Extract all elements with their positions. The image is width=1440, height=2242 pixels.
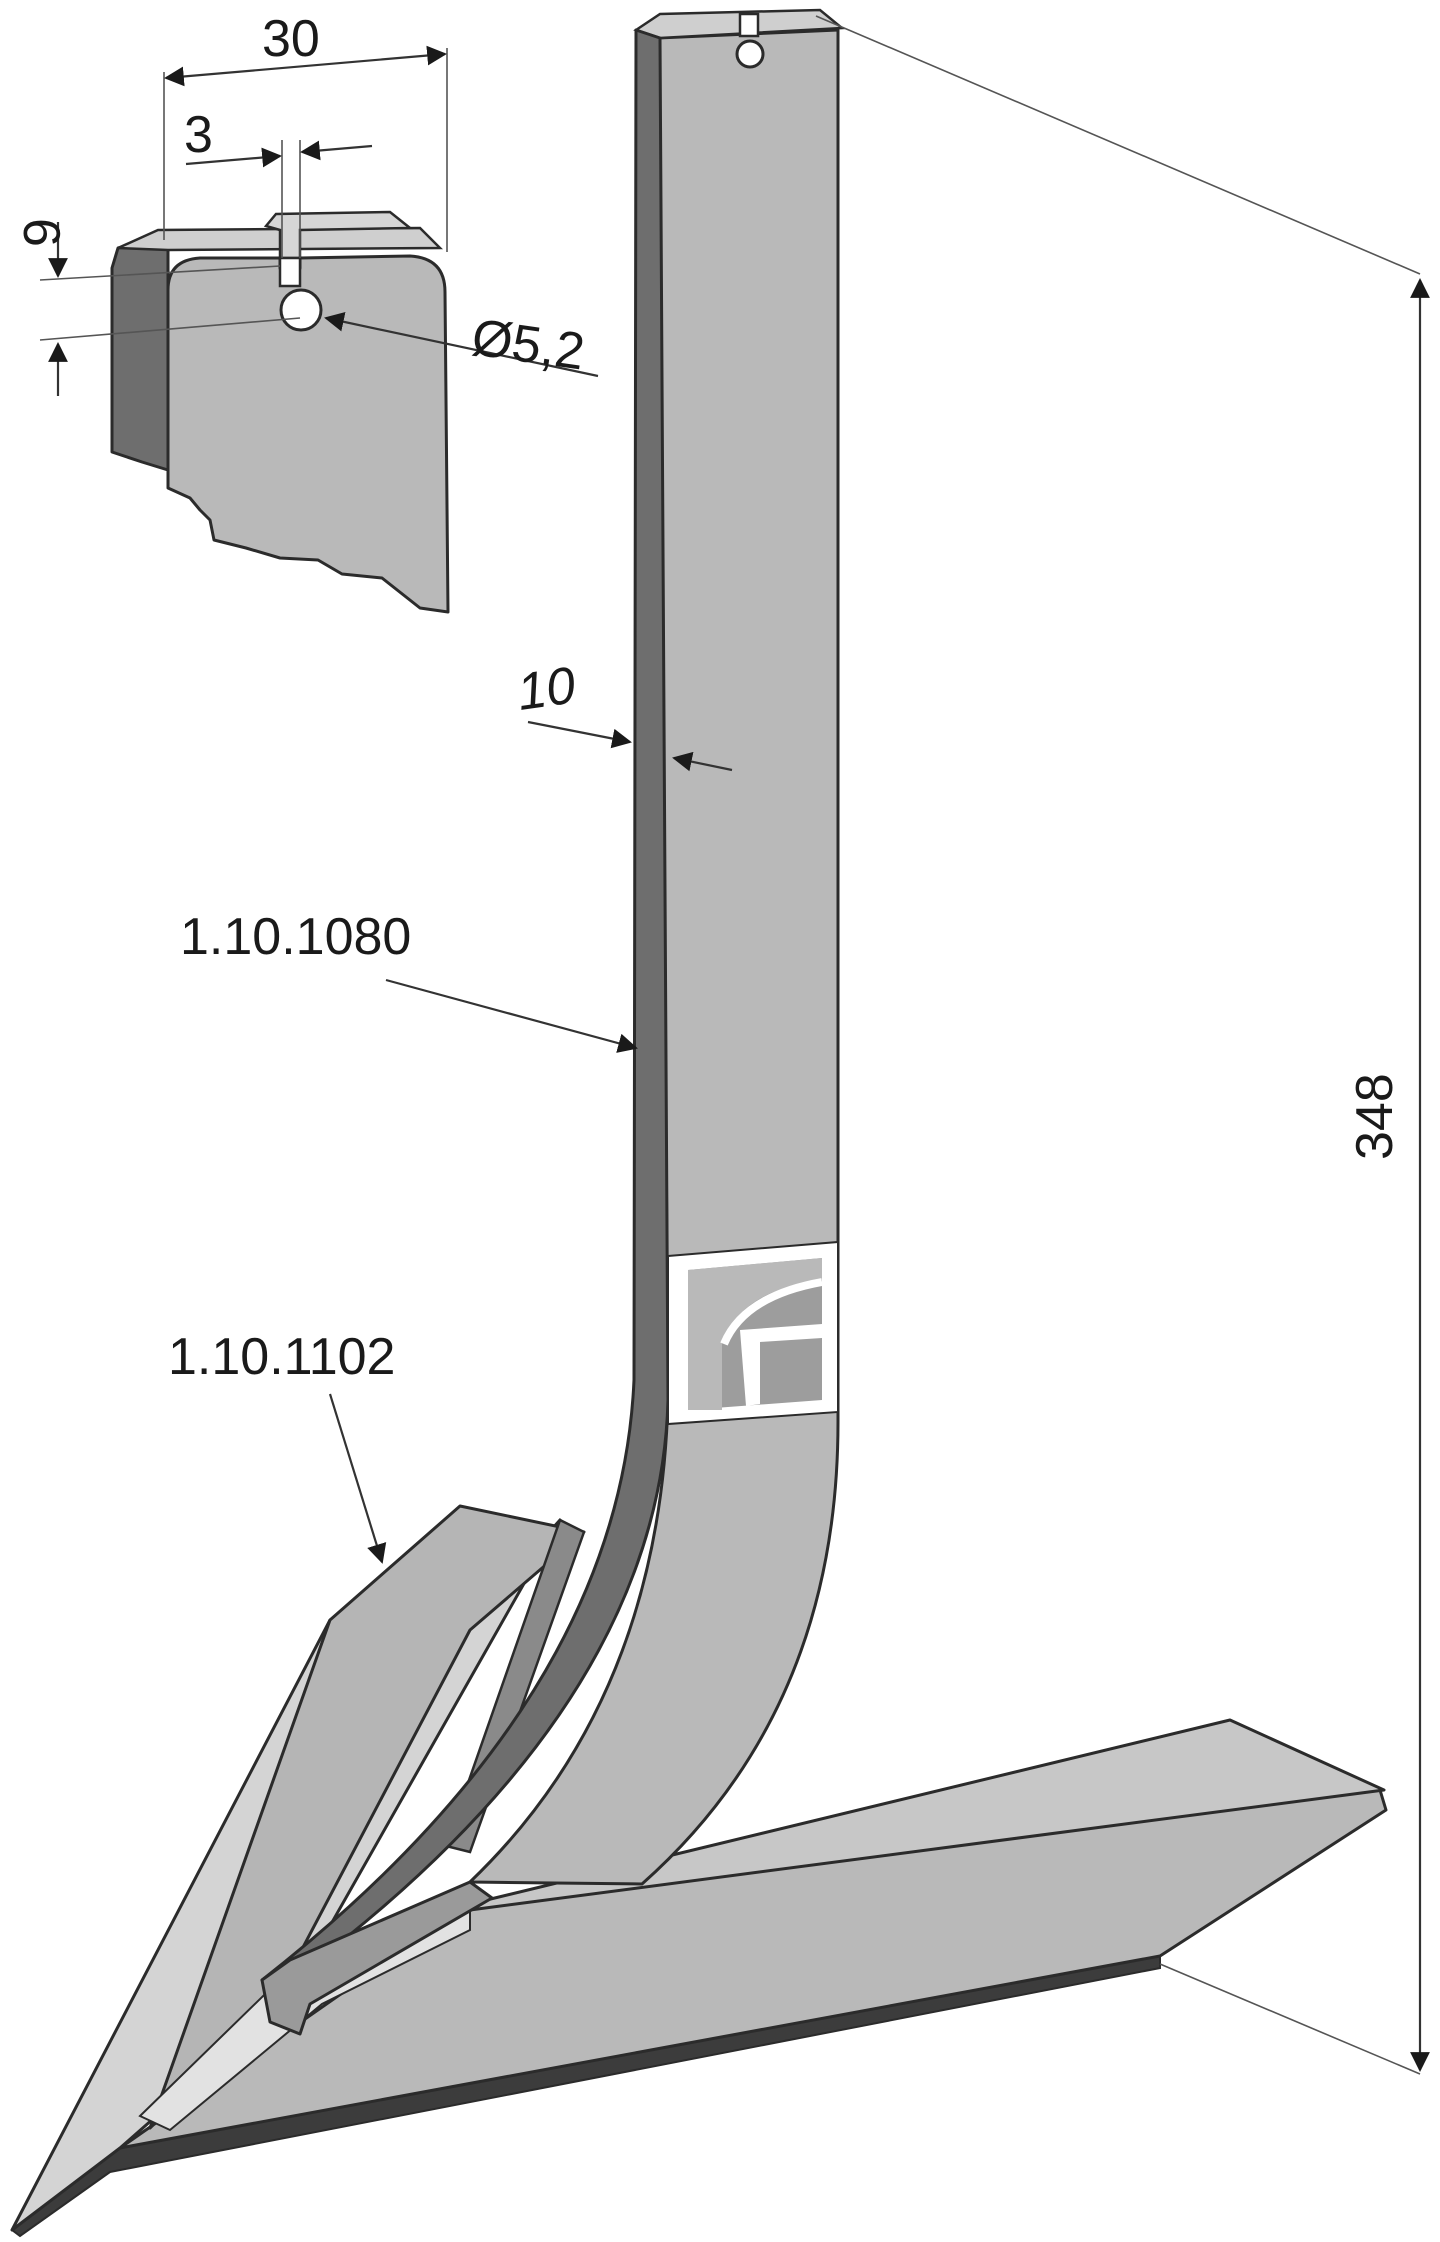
slot-detail-view: 30 3 6 Ø5,2 <box>12 10 599 614</box>
dim-slot-width-label: 3 <box>184 106 213 164</box>
main-dimensions: 10 348 1.10.1080 1.10.1102 <box>168 15 1430 2075</box>
share-left-wing <box>148 1504 586 2130</box>
dim-hole-label: Ø5,2 <box>468 308 588 381</box>
detail-side-face <box>110 234 170 472</box>
dim-width-label: 30 <box>262 10 320 68</box>
detail-front-face <box>166 254 450 614</box>
dim-height-label: 348 <box>1346 1073 1404 1160</box>
dim-thickness-label: 10 <box>514 656 579 721</box>
share-blade <box>10 1504 1388 2238</box>
shank-foot <box>260 1880 494 2036</box>
shank-top-hole <box>735 39 765 69</box>
shank-top-slot <box>738 12 760 38</box>
detail-hole <box>279 288 323 332</box>
part-label-share: 1.10.1102 <box>168 1328 395 1386</box>
dim-slot-depth-label: 6 <box>12 218 70 247</box>
part-label-shank: 1.10.1080 <box>180 908 411 966</box>
shank <box>260 8 846 2036</box>
detail-slot <box>278 256 302 288</box>
shank-front-face <box>468 28 840 1886</box>
shank-logo-stamp <box>667 1240 839 1426</box>
